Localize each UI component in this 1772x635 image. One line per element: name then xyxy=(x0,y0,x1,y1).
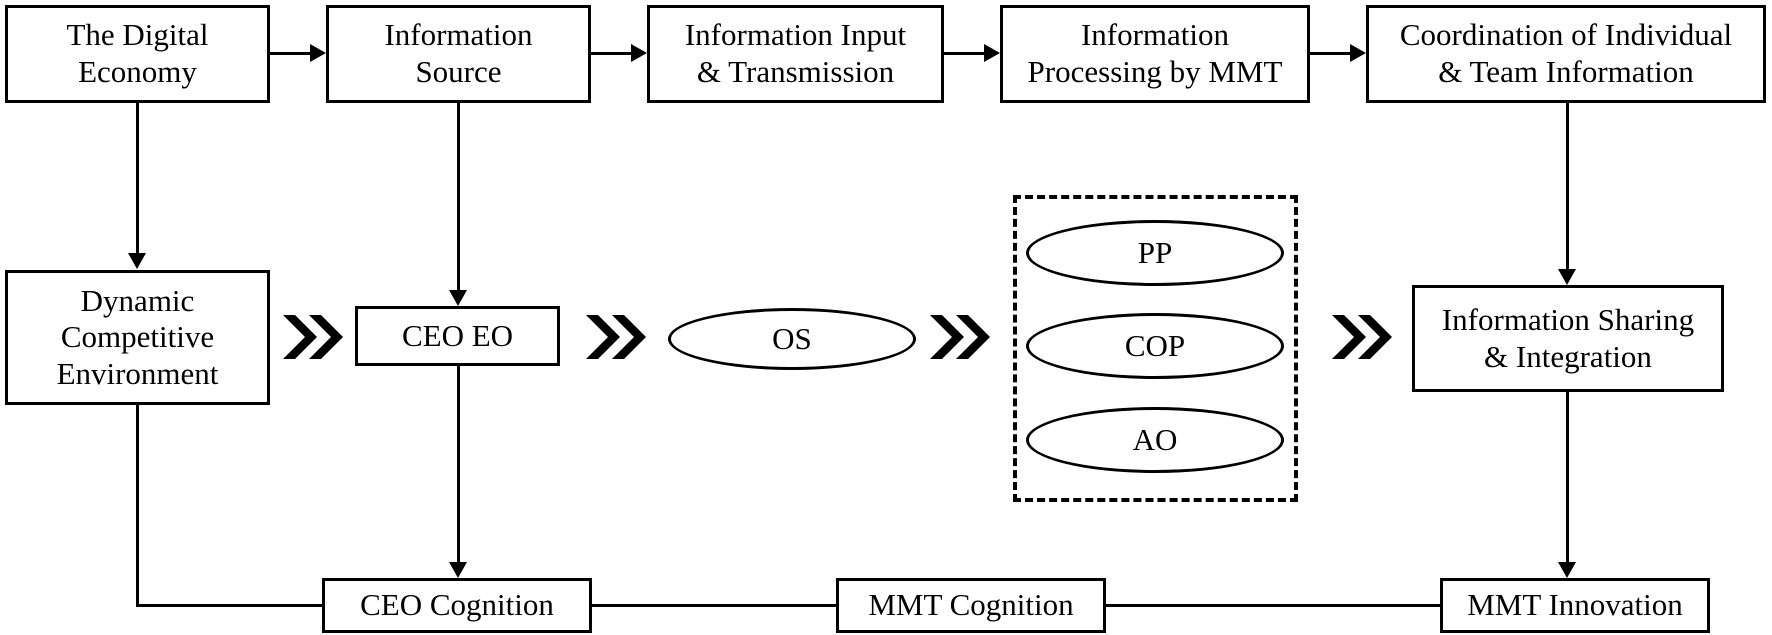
connector-information-source-to-information-input xyxy=(591,52,631,55)
connector-digital-economy-to-dynamic-environment xyxy=(136,103,139,253)
arrowhead-icon xyxy=(449,562,467,578)
node-os: OS xyxy=(668,308,916,370)
connector-digital-economy-to-information-source xyxy=(270,52,310,55)
arrowhead-icon xyxy=(1350,44,1366,62)
node-label: The Digital Economy xyxy=(66,17,209,89)
arrowhead-icon xyxy=(310,44,326,62)
node-label: Information Input & Transmission xyxy=(684,17,907,89)
node-label: CEO Cognition xyxy=(360,587,554,623)
node-label: MMT Innovation xyxy=(1467,587,1683,623)
arrowhead-icon xyxy=(631,44,647,62)
double-chevron-icon xyxy=(283,313,345,361)
node-label: PP xyxy=(1137,234,1173,270)
node-label: Information Processing by MMT xyxy=(1027,17,1283,89)
double-chevron-icon xyxy=(1332,313,1394,361)
group-mmt-orientations xyxy=(1013,195,1298,502)
double-chevron-icon xyxy=(586,313,648,361)
node-mmt-cognition: MMT Cognition xyxy=(836,578,1106,633)
node-information-processing-by-mmt: Information Processing by MMT xyxy=(1000,5,1310,103)
connector-ceo-eo-to-ceo-cognition xyxy=(457,366,460,562)
arrowhead-icon xyxy=(128,253,146,269)
connector-dynamic-environment-down xyxy=(136,405,139,605)
node-label: Coordination of Individual & Team Inform… xyxy=(1399,17,1733,89)
node-label: MMT Cognition xyxy=(868,587,1074,623)
node-label: AO xyxy=(1132,421,1178,457)
connector-mmt-cognition-to-mmt-innovation xyxy=(1106,604,1440,607)
node-ceo-cognition: CEO Cognition xyxy=(322,578,592,633)
arrowhead-icon xyxy=(1558,562,1576,578)
node-label: OS xyxy=(772,320,812,356)
connector-processing-to-coordination xyxy=(1310,52,1350,55)
node-information-source: Information Source xyxy=(326,5,591,103)
node-ceo-eo: CEO EO xyxy=(355,306,560,366)
connector-coordination-to-information-sharing xyxy=(1566,103,1569,269)
node-ao: AO xyxy=(1026,407,1284,473)
node-label: CEO EO xyxy=(401,317,514,353)
node-coordination-of-individual-team-information: Coordination of Individual & Team Inform… xyxy=(1366,5,1766,103)
node-label: COP xyxy=(1124,327,1186,363)
node-information-input-transmission: Information Input & Transmission xyxy=(647,5,944,103)
node-label: Information Source xyxy=(384,17,533,89)
node-pp: PP xyxy=(1026,220,1284,286)
arrowhead-icon xyxy=(449,290,467,306)
connector-information-source-to-ceo-eo xyxy=(457,103,460,290)
connector-ceo-cognition-to-mmt-cognition xyxy=(592,604,836,607)
arrowhead-icon xyxy=(1558,269,1576,285)
node-the-digital-economy: The Digital Economy xyxy=(5,5,270,103)
node-cop: COP xyxy=(1026,313,1284,379)
node-label: Information Sharing & Integration xyxy=(1441,301,1695,374)
connector-information-input-to-processing xyxy=(944,52,984,55)
double-chevron-icon xyxy=(930,313,992,361)
node-information-sharing-integration: Information Sharing & Integration xyxy=(1412,285,1724,392)
node-label: Dynamic Competitive Environment xyxy=(56,282,219,391)
connector-information-sharing-to-mmt-innovation xyxy=(1566,392,1569,562)
node-mmt-innovation: MMT Innovation xyxy=(1440,578,1710,633)
node-dynamic-competitive-environment: Dynamic Competitive Environment xyxy=(5,270,270,405)
connector-dynamic-environment-to-ceo-cognition xyxy=(136,604,322,607)
arrowhead-icon xyxy=(984,44,1000,62)
